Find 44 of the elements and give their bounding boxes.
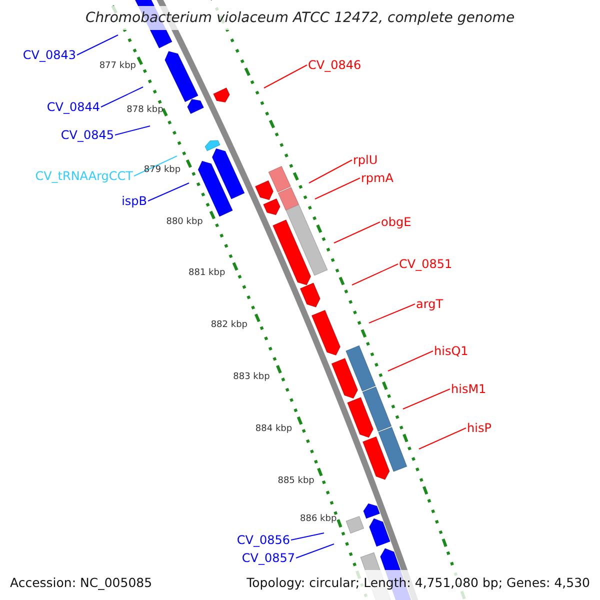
gene-label: hisQ1 bbox=[434, 343, 468, 359]
scale-label: 886 kbp bbox=[300, 514, 337, 525]
leader-line bbox=[76, 34, 118, 56]
leader-line bbox=[264, 64, 308, 88]
leader-line bbox=[308, 160, 352, 184]
gene-label: CV_tRNAArgCCT bbox=[35, 168, 133, 184]
scale-label: 879 kbp bbox=[144, 164, 181, 176]
leader-line bbox=[388, 350, 434, 372]
gene-label: hisP bbox=[467, 420, 492, 436]
scale-label: 881 kbp bbox=[188, 268, 226, 280]
leader-line bbox=[314, 178, 360, 200]
scale-label: 882 kbp bbox=[210, 320, 248, 332]
scale-label: 883 kbp bbox=[233, 372, 270, 384]
gene-label: rpmA bbox=[361, 170, 394, 186]
gene-label: rplU bbox=[353, 152, 378, 168]
leader-line bbox=[134, 156, 178, 176]
scale-label: 884 kbp bbox=[255, 424, 292, 435]
leader-line bbox=[368, 304, 416, 324]
leader-line bbox=[114, 126, 150, 136]
gene-label: CV_0851 bbox=[399, 256, 452, 272]
gene-label: CV_0846 bbox=[308, 57, 362, 73]
leader-line bbox=[418, 428, 466, 450]
leader-line bbox=[296, 544, 334, 558]
gene-label: obgE bbox=[381, 214, 412, 230]
gene-label: CV_0857 bbox=[242, 550, 295, 566]
gene-label: CV_0843 bbox=[22, 47, 76, 63]
gene-label: CV_0845 bbox=[60, 127, 114, 143]
gene-label: CV_0844 bbox=[46, 99, 100, 115]
gene-label: CV_0856 bbox=[236, 532, 290, 548]
leader-line bbox=[352, 264, 398, 286]
leader-line bbox=[148, 182, 190, 202]
scale-label: 880 kbp bbox=[166, 216, 203, 228]
gene-label: hisM1 bbox=[451, 381, 486, 397]
leader-line bbox=[402, 388, 450, 410]
scale-label: 885 kbp bbox=[278, 476, 314, 487]
gene-label: ispB bbox=[122, 193, 147, 209]
accession-text: Accession: NC_005085 bbox=[10, 575, 152, 591]
scale-label: 878 kbp bbox=[126, 104, 164, 116]
leader-line bbox=[100, 86, 144, 108]
scale-label: 877 kbp bbox=[99, 61, 136, 72]
leader-line bbox=[290, 532, 324, 540]
gene-label: argT bbox=[416, 296, 444, 312]
genome-info-text: Topology: circular; Length: 4,751,080 bp; Genes: 4,530 bbox=[246, 575, 590, 591]
leader-line bbox=[334, 222, 380, 244]
